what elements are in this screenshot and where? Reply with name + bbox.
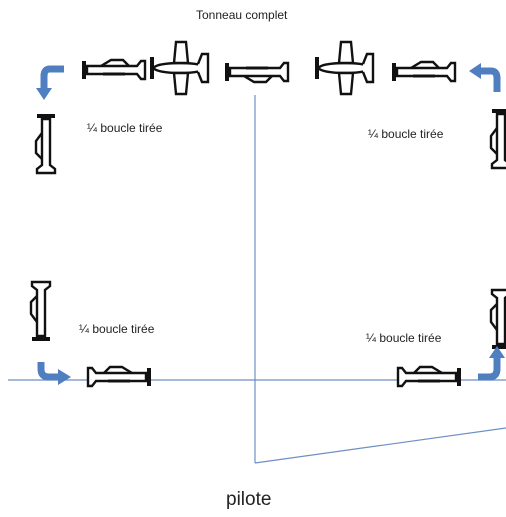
arrow-top-left <box>40 65 64 90</box>
plane-bottom-right <box>396 365 463 388</box>
pilot-label: pilote <box>226 489 272 510</box>
plane-side-1 <box>80 58 147 81</box>
plane-vertical-bottom-right <box>489 288 506 351</box>
arrowhead-top-right <box>469 63 481 79</box>
plane-bottom-left <box>86 365 153 388</box>
arrowhead-top-left <box>36 88 52 100</box>
plane-vertical-top-right <box>489 107 506 170</box>
arrow-top-right <box>478 67 501 92</box>
label-quarter-loop-top-left: ¼ boucle tirée <box>87 121 163 135</box>
label-quarter-loop-bottom-right: ¼ boucle tirée <box>366 331 442 345</box>
plane-vertical-top-left <box>34 112 57 175</box>
plane-top-2 <box>313 40 375 96</box>
label-quarter-loop-bottom-left: ¼ boucle tirée <box>79 322 155 336</box>
plane-vertical-bottom-left <box>29 280 52 343</box>
arrow-bottom-right <box>478 355 501 381</box>
roll-sequence <box>80 40 457 96</box>
arrow-bottom-left <box>37 362 60 381</box>
reference-lines <box>8 95 506 464</box>
arrowhead-bottom-right <box>489 346 505 358</box>
perspective-line <box>254 427 506 464</box>
plane-side-2 <box>390 60 457 83</box>
plane-top-1 <box>148 40 210 96</box>
label-quarter-loop-top-right: ¼ boucle tirée <box>368 127 444 141</box>
figure-title: Tonneau complet <box>196 8 288 22</box>
arrowhead-bottom-left <box>58 369 71 385</box>
plane-inverted-side <box>223 61 290 84</box>
direction-arrows <box>37 65 501 381</box>
